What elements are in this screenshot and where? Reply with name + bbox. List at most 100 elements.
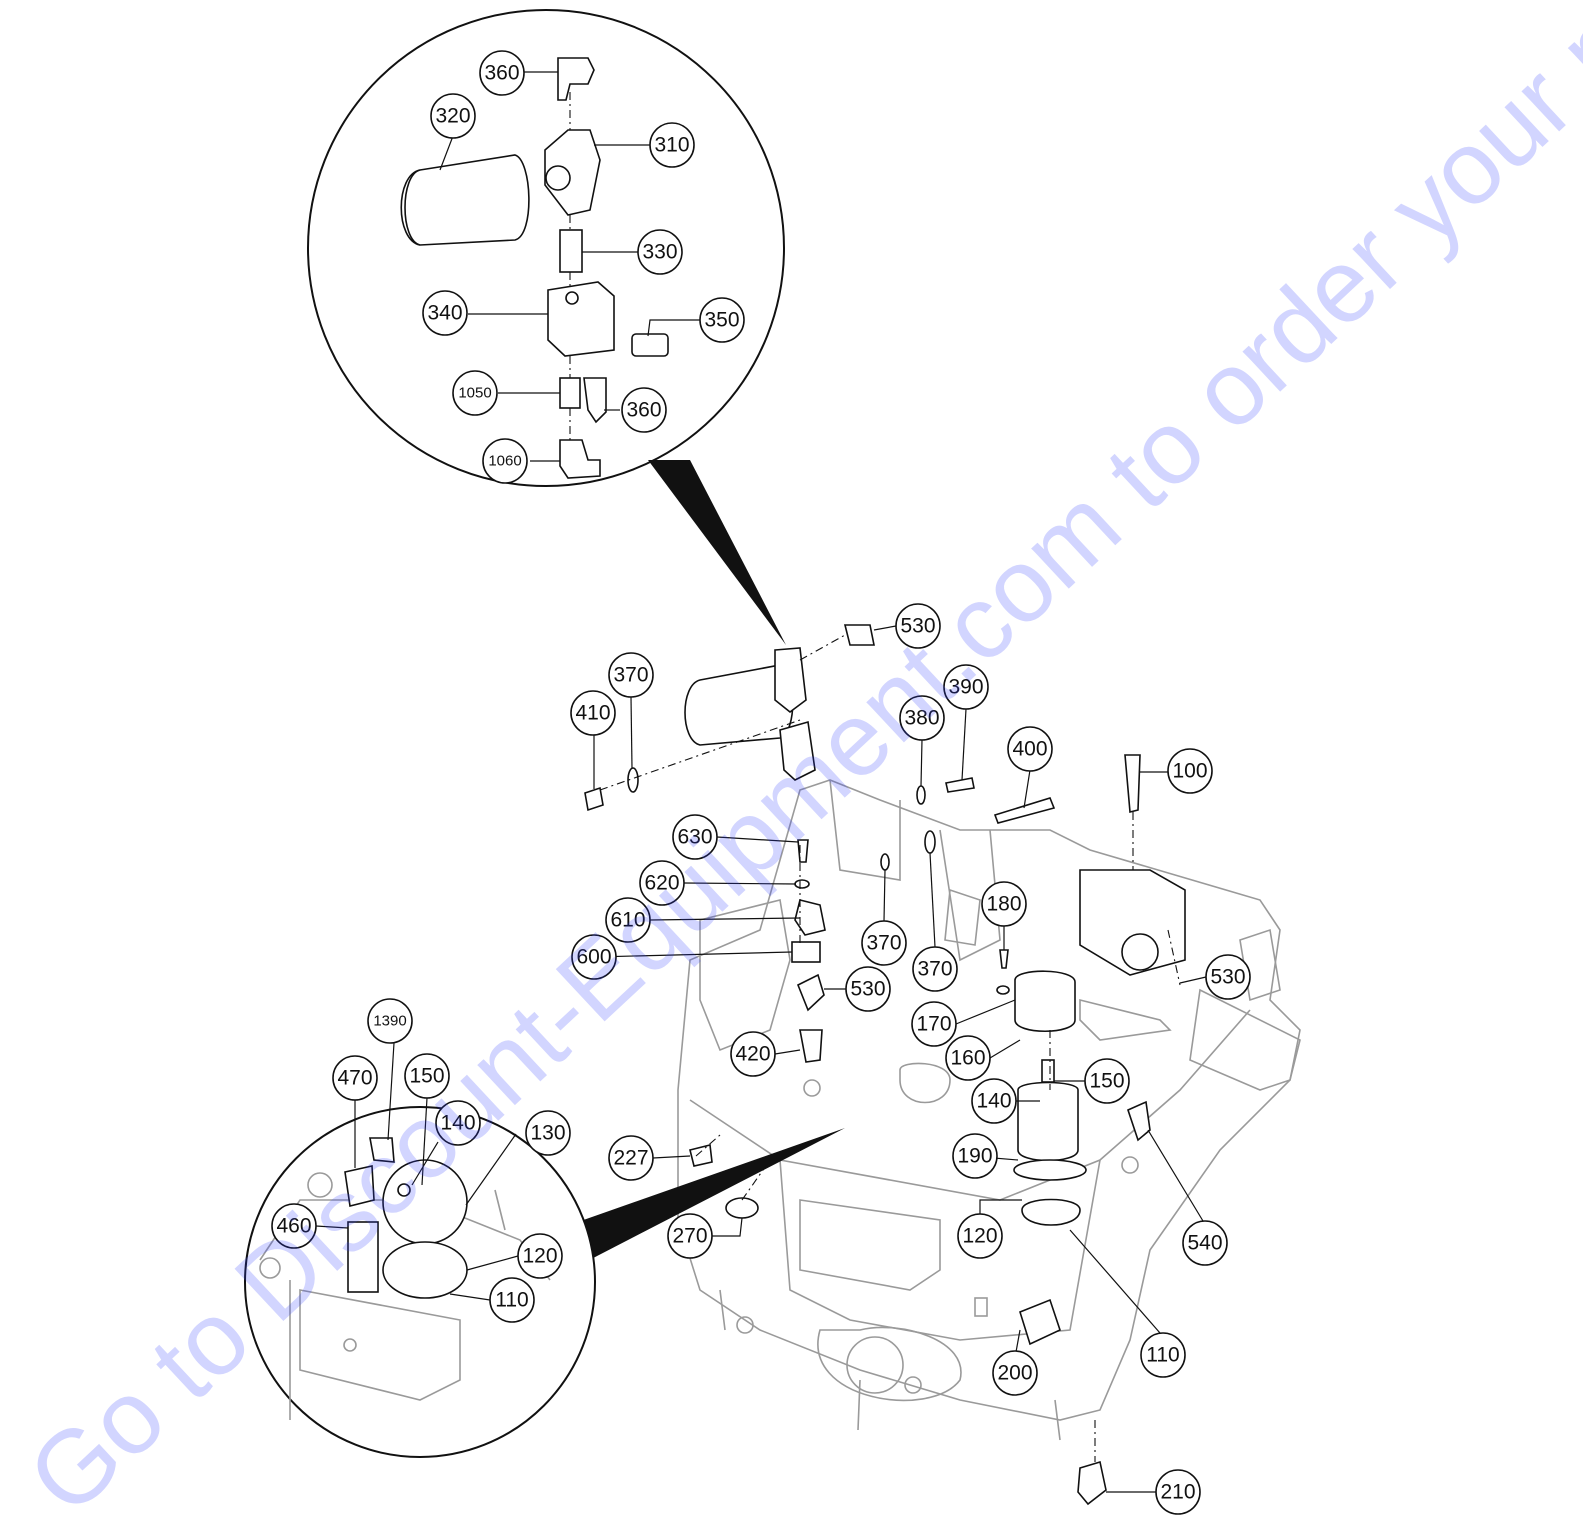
nipple-330 [559,229,583,273]
svg-text:350: 350 [704,309,739,332]
callout-380: 380 [899,695,945,741]
elbow-360b [583,377,607,424]
fitting-530a [843,624,875,646]
callout-180: 180 [981,881,1027,927]
svg-text:200: 200 [997,1362,1032,1385]
svg-text:150: 150 [409,1065,444,1088]
leader-lines [315,71,1207,1493]
svg-text:400: 400 [1012,738,1047,761]
washer-370a [627,767,639,793]
fitting-540 [1127,1100,1151,1142]
callout-370: 370 [861,920,907,966]
callout-470: 470 [332,1055,378,1101]
svg-text:227: 227 [613,1147,648,1170]
callout-120: 120 [517,1233,563,1279]
svg-text:610: 610 [610,909,645,932]
gasket-190 [1013,1159,1087,1181]
plug-227 [689,1144,713,1167]
svg-text:410: 410 [575,702,610,725]
callout-140: 140 [971,1078,1017,1124]
callout-530: 530 [1205,954,1251,1000]
basket-110 [382,1241,468,1299]
callout-200: 200 [992,1350,1038,1396]
svg-text:130: 130 [530,1122,565,1145]
grommet-270 [725,1197,759,1219]
ring-120 [1021,1198,1081,1226]
svg-text:210: 210 [1160,1481,1195,1504]
callout-130: 130 [525,1110,571,1156]
svg-text:120: 120 [522,1245,557,1268]
callout-150: 150 [404,1053,450,1099]
svg-text:530: 530 [850,978,885,1001]
svg-text:190: 190 [957,1145,992,1168]
svg-text:530: 530 [1210,966,1245,989]
callout-110: 110 [489,1277,535,1323]
svg-text:330: 330 [642,241,677,264]
filter-head-310 [544,129,601,216]
svg-text:1390: 1390 [373,1013,406,1030]
callout-1050: 1050 [452,370,498,416]
callout-530: 530 [895,603,941,649]
top-detail-parts [400,57,669,479]
manifold-block [1079,869,1186,976]
part-150a [1041,1059,1055,1083]
nut-410 [584,786,604,812]
callout-540: 540 [1182,1220,1228,1266]
callout-620: 620 [639,860,685,906]
bottom-detail-parts [344,1137,468,1299]
callout-310: 310 [649,122,695,168]
callout-360: 360 [621,387,667,433]
callout-1060: 1060 [482,438,528,484]
valve-block-340 [547,281,615,357]
svg-text:600: 600 [576,946,611,969]
callout-330: 330 [637,229,683,275]
sensor-350 [631,333,669,357]
filter-element-320 [400,154,530,246]
callout-110: 110 [1140,1332,1186,1378]
callout-350: 350 [699,297,745,343]
svg-text:180: 180 [986,893,1021,916]
main-parts [584,624,1186,1506]
breather-cap-170 [1014,970,1076,1033]
part-610 [794,899,826,936]
svg-text:460: 460 [276,1215,311,1238]
svg-text:1050: 1050 [458,385,491,402]
callout-210: 210 [1155,1469,1201,1515]
svg-text:530: 530 [900,615,935,638]
svg-text:360: 360 [626,399,661,422]
svg-text:390: 390 [948,676,983,699]
svg-text:630: 630 [677,826,712,849]
svg-text:340: 340 [427,302,462,325]
callout-227: 227 [608,1135,654,1181]
callout-150: 150 [1084,1058,1130,1104]
callout-530: 530 [845,966,891,1012]
callout-190: 190 [952,1133,998,1179]
elbow-fitting-360 [557,57,595,101]
callout-160: 160 [945,1035,991,1081]
strainer-140 [1017,1081,1079,1162]
callout-390: 390 [943,664,989,710]
callout-140: 140 [435,1100,481,1146]
svg-text:360: 360 [484,62,519,85]
svg-text:110: 110 [495,1289,528,1312]
drain-plug-210 [1077,1460,1107,1506]
adapter-1050 [559,377,581,409]
svg-text:370: 370 [866,932,901,955]
svg-text:140: 140 [976,1090,1011,1113]
watermark-text: Go to Discount-Equipment.com to order yo… [7,0,1583,1532]
callout-410: 410 [570,690,616,736]
callout-600: 600 [571,934,617,980]
callout-170: 170 [911,1001,957,1047]
svg-text:540: 540 [1187,1232,1222,1255]
callout-370: 370 [912,946,958,992]
svg-text:160: 160 [950,1047,985,1070]
svg-text:140: 140 [440,1112,475,1135]
fitting-420 [799,1029,823,1063]
filter-460 [347,1221,379,1293]
callout-400: 400 [1007,726,1053,772]
svg-text:370: 370 [917,958,952,981]
bolt-100 [1124,754,1141,814]
callout-270: 270 [667,1213,713,1259]
